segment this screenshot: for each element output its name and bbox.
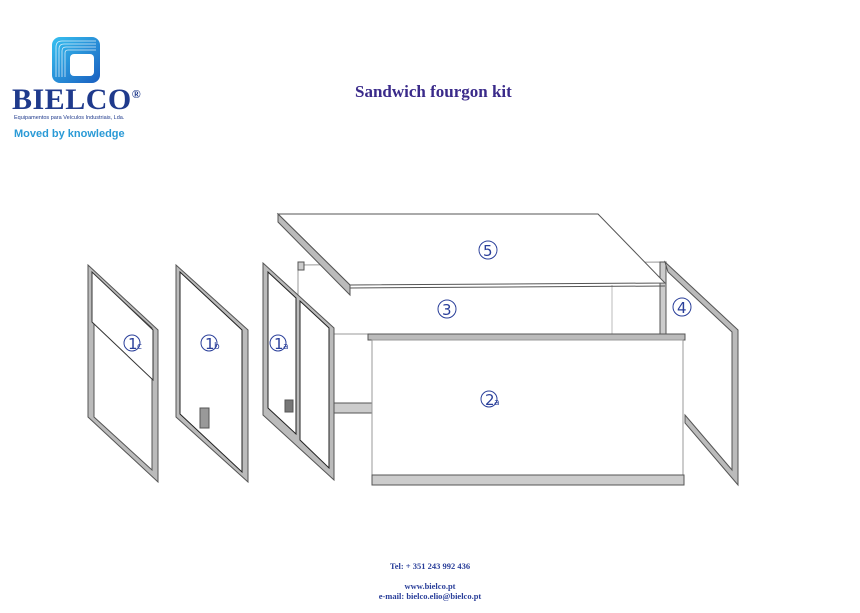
svg-text:4: 4 — [677, 299, 687, 317]
svg-text:c: c — [137, 342, 142, 352]
company-name: Equipamentos para Veículos Industriais, … — [14, 115, 125, 121]
svg-text:2: 2 — [485, 391, 495, 409]
svg-text:5: 5 — [483, 242, 493, 260]
label-4: 4 — [672, 297, 692, 317]
label-5: 5 — [478, 240, 498, 260]
svg-text:1: 1 — [205, 335, 215, 353]
label-3: 3 — [437, 299, 457, 319]
svg-text:1: 1 — [274, 335, 284, 353]
svg-text:a: a — [283, 342, 289, 352]
page-title: Sandwich fourgon kit — [355, 82, 512, 101]
tagline: Moved by knowledge — [14, 128, 125, 140]
footer-email[interactable]: e-mail: bielco.elio@bielco.pt — [378, 591, 482, 601]
footer-tel: Tel: + 351 243 992 436 — [389, 561, 471, 571]
svg-text:a: a — [494, 398, 500, 408]
bielco-logo-icon — [52, 37, 100, 83]
panel-1b — [175, 263, 249, 484]
panel-1a — [262, 261, 335, 482]
svg-text:3: 3 — [442, 301, 452, 319]
panel-4 — [663, 260, 739, 487]
panel-1c — [87, 263, 159, 484]
svg-text:1: 1 — [128, 335, 138, 353]
svg-text:b: b — [214, 342, 220, 352]
brand-name: BIELCO® — [12, 83, 142, 116]
footer-web[interactable]: www.bielco.pt — [404, 581, 456, 591]
panel-2a — [367, 333, 686, 486]
